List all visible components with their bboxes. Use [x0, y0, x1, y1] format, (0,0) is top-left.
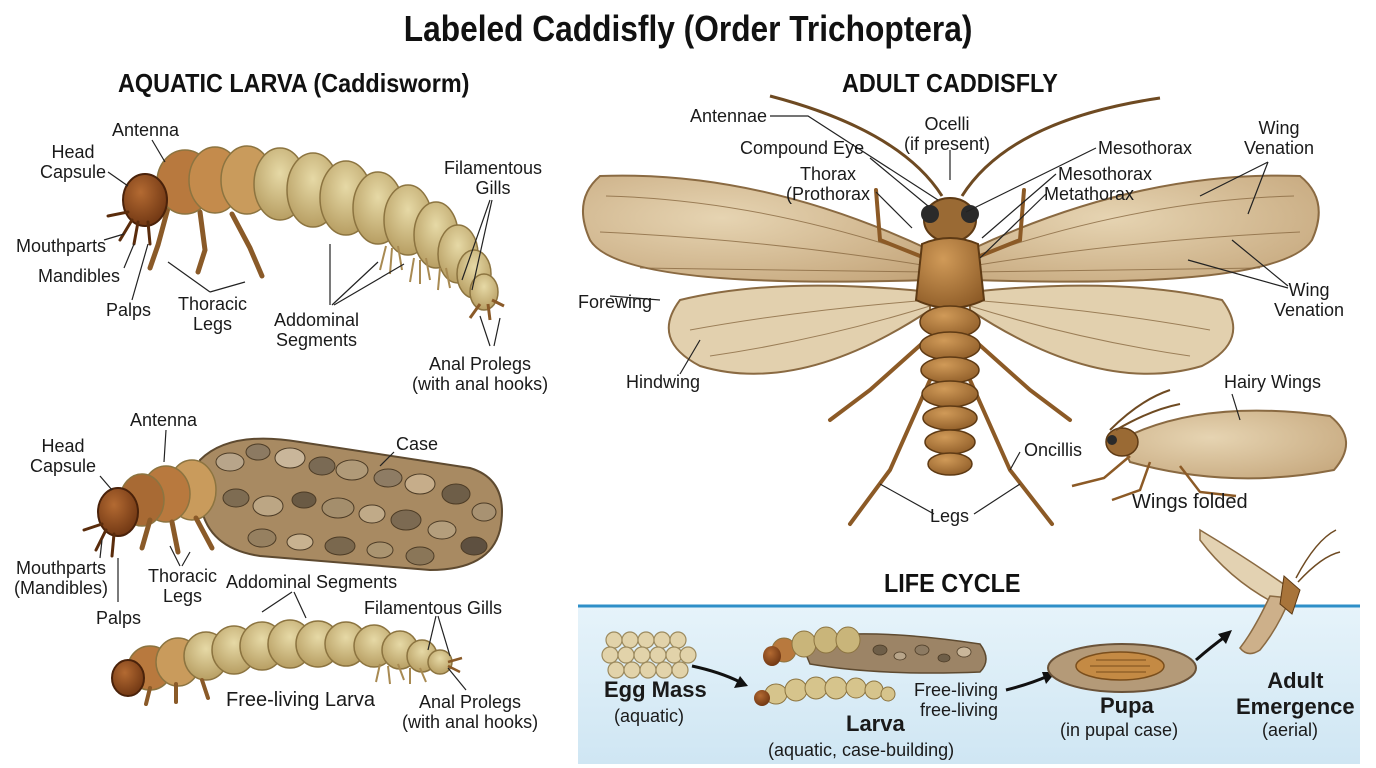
- section-lifecycle-title: LIFE CYCLE: [884, 568, 1021, 598]
- larva-free-illustration: [111, 619, 463, 706]
- label-legs: Legs: [930, 506, 970, 526]
- label-wing-venation-2: Wing Venation: [1274, 280, 1345, 320]
- label-adult-sub: (aerial): [1262, 720, 1319, 740]
- label-case: Case: [396, 434, 439, 454]
- adult-illustration: [582, 94, 1348, 526]
- label-anal-prolegs: Anal Prolegs (with anal hooks): [412, 354, 549, 394]
- label-case-thoracic-legs: Thoracic Legs: [148, 566, 218, 606]
- label-hairy-wings: Hairy Wings: [1224, 372, 1322, 392]
- label-hindwing: Hindwing: [626, 372, 701, 392]
- label-free-anal-prolegs: Anal Prolegs (with anal hooks): [402, 692, 539, 732]
- larva-top-illustration: [106, 145, 505, 321]
- label-case-antenna: Antenna: [130, 410, 198, 430]
- label-antenna: Antenna: [112, 120, 180, 140]
- section-larva-title: AQUATIC LARVA (Caddisworm): [118, 68, 470, 98]
- label-pupa-sub: (in pupal case): [1060, 720, 1179, 740]
- label-mandibles: Mandibles: [38, 266, 121, 286]
- label-thorax: Thorax (Prothorax: [786, 164, 871, 204]
- label-ocelli: Ocelli (if present): [904, 114, 991, 154]
- label-metathorax: Metathorax: [1044, 184, 1135, 204]
- label-abdominal-segments: Addominal Segments: [274, 310, 360, 350]
- label-mesothorax-2: Mesothorax: [1058, 164, 1153, 184]
- label-free-living: Free-living free-living: [914, 680, 999, 720]
- larva-case-illustration: [82, 437, 503, 572]
- label-compound-eye: Compound Eye: [740, 138, 865, 158]
- label-case-abdominal-segments: Addominal Segments: [226, 572, 398, 592]
- label-thoracic-legs: Thoracic Legs: [178, 294, 248, 334]
- label-mesothorax-1: Mesothorax: [1098, 138, 1193, 158]
- label-case-mouthparts: Mouthparts (Mandibles): [14, 558, 109, 598]
- label-free-filamentous-gills: Filamentous Gills: [364, 598, 503, 618]
- label-egg-mass: Egg Mass: [604, 677, 707, 702]
- label-case-head-capsule: Head Capsule: [30, 436, 97, 476]
- label-antennae: Antennae: [690, 106, 768, 126]
- leader-lines: [99, 115, 1289, 691]
- label-case-palps: Palps: [96, 608, 142, 628]
- section-adult-title: ADULT CADDISFLY: [842, 68, 1058, 98]
- label-wing-venation-1: Wing Venation: [1244, 118, 1315, 158]
- label-larva-sub: (aquatic, case-building): [768, 740, 955, 760]
- label-larva: Larva: [846, 711, 905, 736]
- diagram-title: Labeled Caddisfly (Order Trichoptera): [403, 8, 973, 49]
- label-egg-sub: (aquatic): [614, 706, 685, 726]
- label-wings-folded: Wings folded: [1132, 491, 1248, 513]
- label-filamentous-gills: Filamentous Gills: [444, 158, 543, 198]
- label-free-living-larva: Free-living Larva: [226, 689, 375, 711]
- label-mouthparts: Mouthparts: [16, 236, 107, 256]
- lifecycle-illustration: [578, 528, 1360, 764]
- label-oncillis: Oncillis: [1024, 440, 1083, 460]
- label-forewing: Forewing: [578, 292, 653, 312]
- label-palps: Palps: [106, 300, 152, 320]
- label-adult-emergence: Adult Emergence: [1236, 668, 1355, 719]
- label-pupa: Pupa: [1100, 693, 1154, 718]
- label-head-capsule: Head Capsule: [40, 142, 107, 182]
